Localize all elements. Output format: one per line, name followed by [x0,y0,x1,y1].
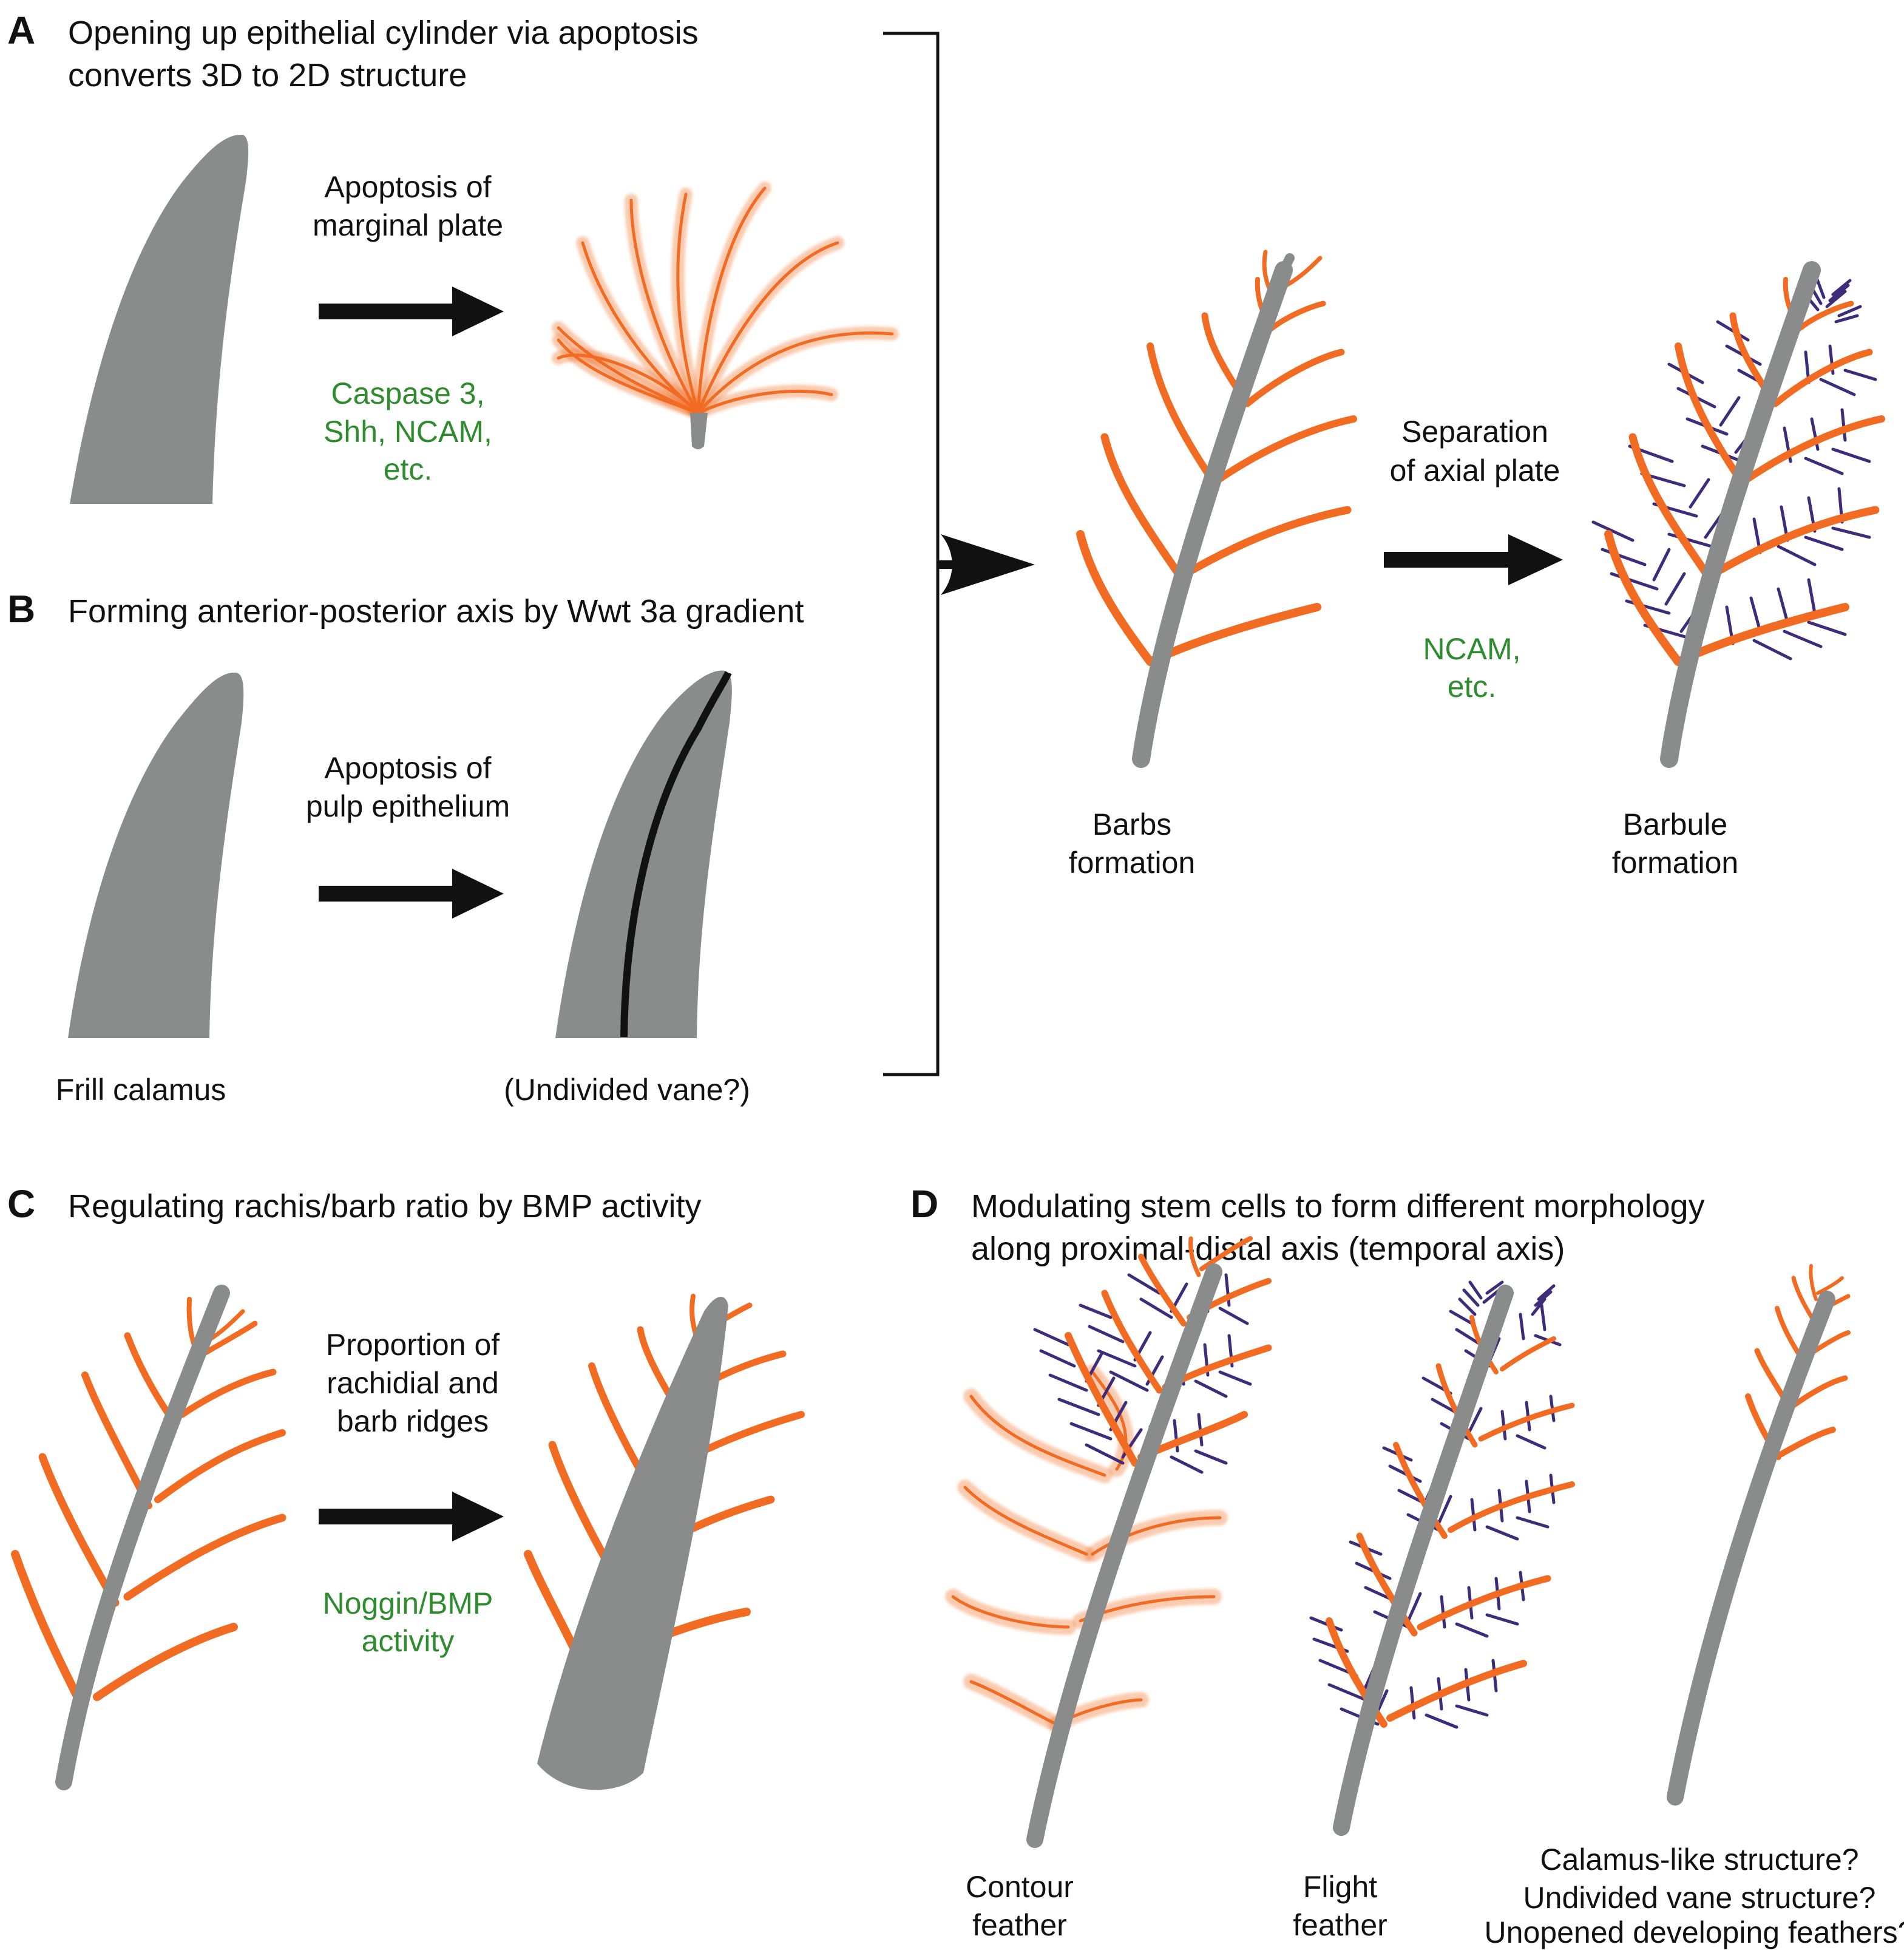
panel-d-title-line1: Modulating stem cells to form different … [971,1188,1705,1225]
panel-a-fan-calamus-stub [690,413,708,449]
contour-feather-caption-line1: Contour [966,1870,1074,1904]
panel-b-left-caption: Frill calamus [56,1073,226,1107]
panel-c: C Regulating rachis/barb ratio by BMP ac… [7,1182,805,1790]
flight-feather-caption-line1: Flight [1303,1870,1377,1904]
panel-b-frill-calamus [68,672,244,1038]
panel-right-top: Separation of axial plate NCAM, etc. [1069,250,1885,880]
panel-a-arrow-label-line1: Apoptosis of [324,170,491,204]
panel-c-arrow-head [452,1492,504,1541]
panel-c-title: Regulating rachis/barb ratio by BMP acti… [68,1188,701,1225]
barbule-formation-feather [1591,261,1885,768]
barbs-caption-line2: formation [1069,846,1195,880]
panel-a-opened-barb-fan [552,182,899,449]
panel-d-letter: D [910,1182,938,1226]
contour-feather [945,1236,1272,1848]
panel-b-right-caption: (Undivided vane?) [504,1073,750,1107]
panel-a-title-line1: Opening up epithelial cylinder via apopt… [68,15,699,51]
panel-a-factors-line1: Caspase 3, [331,376,485,410]
panel-c-arrow-label-line2: rachidial and [327,1366,499,1400]
panel-right-factors-line1: NCAM, [1423,632,1520,666]
panel-a-arrow-label-line2: marginal plate [313,208,503,242]
panel-b-axis-line [620,671,732,1038]
panel-d: D Modulating stem cells to form differen… [910,1182,1904,1949]
panel-b-arrow-head [452,869,504,919]
calamus-caption-line2: Undivided vane structure? [1523,1881,1876,1915]
panel-b-arrow-label-line2: pulp epithelium [306,789,510,823]
panel-b-letter: B [7,587,35,631]
panel-a-factors-line3: etc. [384,452,433,486]
barbs-formation-feather [1076,250,1357,768]
barbule-caption-line2: formation [1612,846,1738,880]
calamus-caption-line1: Calamus-like structure? [1540,1843,1858,1877]
panel-a-factors-line2: Shh, NCAM, [324,415,492,449]
barbule-caption-line1: Barbule [1623,807,1727,841]
panel-b-arrow-label-line1: Apoptosis of [324,751,491,785]
panel-c-arrow-label-line3: barb ridges [337,1404,489,1438]
panel-b: B Forming anterior-posterior axis by Wwt… [7,587,804,1107]
panel-c-thin-rachis-feather [11,1285,286,1790]
panel-a-letter: A [7,8,35,52]
panel-a-arrow-head [452,287,504,336]
panel-right-arrow-label-line1: Separation [1401,415,1548,449]
panel-c-factors-line2: activity [362,1624,455,1658]
panel-right-arrow-head [1508,534,1563,585]
panel-c-arrow-label-line1: Proportion of [326,1328,500,1362]
calamus-like-feather [1667,1264,1851,1806]
panel-d-title-line2: along proximal-distal axis (temporal axi… [971,1231,1565,1267]
panel-a: A Opening up epithelial cylinder via apo… [7,8,899,504]
panel-right-factors-line2: etc. [1448,670,1497,704]
flight-feather [1309,1280,1575,1836]
panel-c-factors-line1: Noggin/BMP [323,1586,493,1620]
calamus-caption-line3: Unopened developing feathers? [1485,1915,1904,1949]
panel-c-letter: C [7,1182,35,1226]
panel-c-thick-rachis-feather [524,1294,805,1790]
panel-ab-bracket [883,32,1035,1076]
panel-right-arrow-label-line2: of axial plate [1390,454,1560,488]
panel-a-frill-calamus [70,134,249,504]
flight-feather-caption-line2: feather [1293,1908,1387,1942]
panel-a-title-line2: converts 3D to 2D structure [68,57,467,93]
panel-b-title: Forming anterior-posterior axis by Wwt 3… [68,593,804,630]
contour-feather-caption-line2: feather [972,1908,1067,1942]
barbs-caption-line1: Barbs [1093,807,1172,841]
